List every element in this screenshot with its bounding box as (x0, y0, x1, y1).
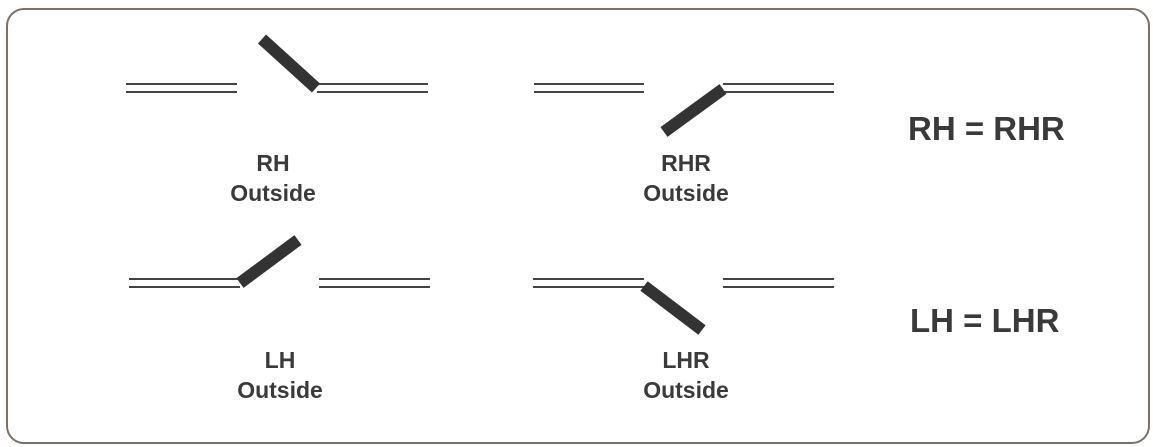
diagram-panel (6, 8, 1150, 444)
door-leaf (640, 281, 706, 335)
door-leaf (236, 235, 302, 288)
equation-rh-rhr: RH = RHR (908, 110, 1065, 147)
door-rh (126, 34, 428, 93)
label-rh: RH Outside (183, 148, 363, 208)
label-lhr: LHR Outside (596, 345, 776, 405)
door-rhr (534, 83, 834, 137)
door-name: RH (256, 150, 290, 176)
door-lhr (533, 278, 834, 335)
door-side: Outside (230, 180, 316, 206)
door-side: Outside (643, 180, 729, 206)
door-lh (129, 235, 430, 288)
equation-lh-lhr: LH = LHR (910, 302, 1060, 339)
door-name: RHR (661, 150, 711, 176)
door-name: LH (264, 347, 296, 373)
door-side: Outside (237, 377, 323, 403)
door-leaf (257, 34, 321, 93)
label-rhr: RHR Outside (596, 148, 776, 208)
label-lh: LH Outside (190, 345, 370, 405)
door-leaf (660, 84, 727, 137)
door-side: Outside (643, 377, 729, 403)
door-name: LHR (662, 347, 710, 373)
